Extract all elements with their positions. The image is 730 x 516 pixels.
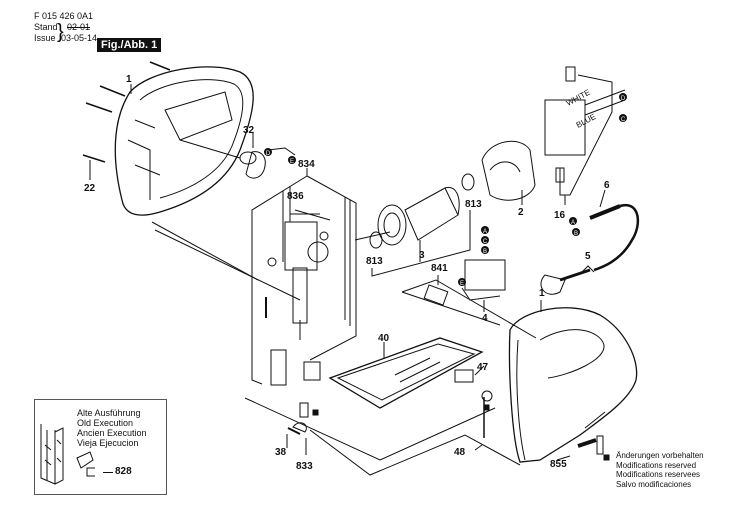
connector-e-32: E: [288, 156, 296, 165]
svg-text:A: A: [571, 220, 575, 226]
inset-line-de: Alte Ausführung: [77, 408, 141, 418]
power-cord-shape: [540, 203, 640, 295]
svg-text:A: A: [483, 229, 487, 235]
part-label-47: 47: [477, 362, 489, 373]
old-execution-text: Alte Ausführung Old Execution Ancien Exe…: [77, 408, 147, 448]
connector-c-switch: C: [481, 236, 489, 245]
note-line-en: Modifications reserved: [616, 460, 697, 470]
knob-shape: [239, 151, 257, 165]
svg-text:B: B: [483, 249, 487, 255]
issue-label: Issue: [34, 33, 56, 43]
part-label-833: 833: [296, 461, 313, 472]
wire-label-white: WHITE: [565, 88, 592, 108]
part-label-6: 6: [604, 180, 610, 191]
note-line-fr: Modifications reservees: [616, 470, 701, 479]
part-label-38: 38: [275, 447, 287, 458]
connector-c-blue: C: [619, 114, 627, 123]
part-label-1-motor: 1: [539, 288, 545, 299]
part-label-16: 16: [554, 210, 566, 221]
svg-text:D: D: [621, 96, 626, 102]
part-label-813-left: 813: [366, 256, 383, 267]
svg-text:C: C: [621, 117, 626, 123]
inset-leader-line: [103, 472, 113, 473]
part-label-4: 4: [482, 313, 488, 324]
modifications-note: Änderungen vorbehalten Modifications res…: [616, 451, 704, 489]
inset-line-es: Vieja Ejecucion: [77, 438, 139, 448]
stand-value: 02-01: [67, 22, 91, 32]
part-label-855: 855: [550, 459, 567, 470]
inset-line-fr: Ancien Execution: [77, 428, 147, 438]
part-label-2: 2: [518, 207, 524, 218]
old-part-drawing: [40, 424, 95, 485]
connector-b-cord: B: [572, 228, 580, 237]
note-line-de: Änderungen vorbehalten: [616, 451, 704, 460]
inset-line-en: Old Execution: [77, 418, 134, 428]
motor-housing-shape: [508, 307, 638, 463]
part-label-813-right: 813: [465, 199, 482, 210]
connector-b-switch: B: [481, 246, 489, 255]
armature-shape: [354, 173, 475, 249]
stroke-mechanism-bracket: [251, 168, 357, 386]
part-label-48: 48: [454, 447, 466, 458]
brace-icon: }: [57, 21, 64, 43]
base-plate-shape: [328, 337, 484, 409]
housing-half-shape: [114, 66, 254, 216]
svg-text:C: C: [483, 239, 488, 245]
part-label-836: 836: [287, 191, 304, 202]
connector-markers: D C D E A C B E A B: [264, 93, 627, 287]
part-label-32: 32: [243, 125, 255, 136]
connector-e-switch: E: [458, 278, 466, 287]
part-label-22: 22: [84, 183, 96, 194]
connector-a-switch: A: [481, 226, 489, 235]
svg-text:E: E: [290, 159, 294, 165]
connector-d-32: D: [264, 148, 272, 157]
connector-d-white: D: [619, 93, 627, 102]
connector-a-cord: A: [569, 217, 577, 226]
svg-text:D: D: [266, 151, 271, 157]
part-label-841: 841: [431, 263, 448, 274]
part-label-5: 5: [585, 251, 591, 262]
stand-label: Stand: [34, 22, 58, 32]
part-label-3: 3: [419, 250, 425, 261]
figure-label: Fig./Abb. 1: [97, 38, 162, 52]
inset-part-828: 828: [115, 466, 132, 477]
screws-shape: [82, 61, 171, 163]
part-label-1: 1: [126, 74, 132, 85]
field-coil-shape: [481, 140, 536, 205]
svg-text:B: B: [574, 231, 578, 237]
old-execution-inset: Alte Ausführung Old Execution Ancien Exe…: [34, 399, 167, 495]
document-number: F 015 426 0A1: [34, 11, 94, 21]
part-label-834: 834: [298, 159, 315, 170]
part-47-shape: [454, 369, 474, 383]
note-line-es: Salvo modificaciones: [616, 479, 692, 489]
svg-text:E: E: [460, 281, 464, 287]
issue-date: 03-05-14: [61, 33, 98, 43]
part-label-40: 40: [378, 333, 390, 344]
